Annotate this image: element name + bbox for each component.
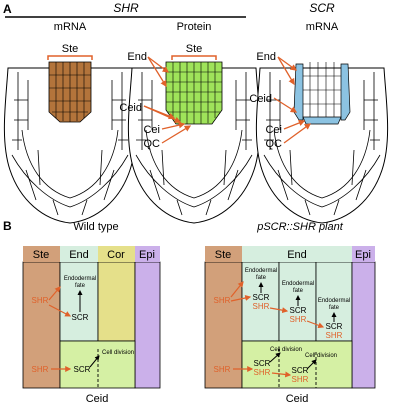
pscr-ceid-shr-1: SHR [254,368,271,377]
wt-scr-ceid: SCR [74,365,91,374]
wt-title: Wild type [73,221,118,233]
root3-qc-row [302,116,342,125]
pscr-arrow-c2-to-c3 [306,320,325,329]
pscr-arrow-shr-up [230,281,244,298]
root2-ste-bracket [171,55,217,60]
pscr-c1-scr: SCR [253,293,270,302]
wt-header-epi-box [135,246,160,262]
root3-label-qc: QC [266,138,283,150]
pscr-header-ste-box [205,246,242,262]
pscr-ceid-label: Ceid [286,393,309,405]
pscr-cell-division-1: Cell division [270,347,302,353]
pscr-arrow-c1-to-c2 [269,307,289,314]
root-scr-mrna: mRNA End Ceid Cei QC [249,21,389,224]
wt-header-cor: Cor [107,249,125,261]
pscr-epi-column [351,261,376,389]
root3-right-endodermis [340,63,351,121]
wt-epi-column [134,261,161,389]
pscr-shr-diagram: pSCR::SHR plant Ste End Epi Endodermal f… [204,221,376,405]
wt-fate-line1: Endodermal [64,276,96,282]
pscr-header-end-box [242,246,352,262]
wt-header-ste: Ste [33,249,50,261]
pscr-c1-fate-line2: fate [256,275,267,281]
wt-arrow-shr-to-scr [48,304,72,317]
panel-a-label: A [3,2,12,16]
pscr-arrow-division-2 [306,359,317,370]
root3-label-end: End [256,51,276,63]
root2-header: Protein [177,21,212,33]
pscr-header-epi-box [352,246,375,262]
wt-header-epi: Epi [139,249,155,261]
panel-b-label: B [3,219,12,233]
pscr-ceid-scr-2: SCR [292,366,309,375]
pscr-ste-column [204,261,243,389]
wt-shr-ceid: SHR [32,365,49,374]
root2-label-end: End [127,51,147,63]
pscr-header-end: End [287,249,307,261]
wt-arrow-shr-up [48,286,61,301]
pscr-arrow-shr-to-c1 [230,295,252,302]
root2-ste-label: Ste [186,43,203,55]
pscr-c2-scr: SCR [290,306,307,315]
pscr-cell-division-2: Cell division [305,353,337,359]
root2-label-qc: QC [144,138,161,150]
pscr-c3-scr: SCR [326,322,343,331]
root1-ste-label: Ste [62,43,79,55]
pscr-c1-shr: SHR [253,302,270,311]
wt-ste-column [22,261,61,389]
root-shr-mrna: mRNA Ste [3,21,137,224]
shr-gene-title: SHR [113,1,139,15]
pscr-ceid-shr-2: SHR [292,375,309,384]
pscr-arrow-ceid-1-to-2 [271,371,292,378]
wt-header-ste-box [23,246,60,262]
root3-pointer-arrows [273,56,312,144]
pscr-header-epi: Epi [355,249,371,261]
pscr-c3-shr: SHR [326,331,343,340]
wt-header-end-box [60,246,98,262]
pscr-arrow-division-1 [269,352,281,363]
pscr-ceid-scr-1: SCR [254,359,271,368]
wt-shr-stele: SHR [32,296,49,305]
root1-ste-bracket [47,55,93,60]
wt-fate-line2: fate [75,283,86,289]
scr-gene-title: SCR [309,1,335,15]
wt-ceid-label: Ceid [86,393,109,405]
root1-header: mRNA [54,21,87,33]
pscr-shr-ceid-stele: SHR [214,365,231,374]
wt-arrow-division [89,355,100,368]
root2-label-cei: Cei [143,124,160,136]
root2-pointer-arrows [143,56,192,144]
wt-cor-column [97,261,136,342]
pscr-c3-fate-line1: Endodermal [318,298,350,304]
wt-cell-division: Cell division [102,350,134,356]
pscr-shr-stele: SHR [214,296,231,305]
root3-label-cei: Cei [265,124,282,136]
wild-type-diagram: Wild type Ste End Cor Epi Endodermal fat… [22,221,161,405]
pscr-title: pSCR::SHR plant [256,221,344,233]
pscr-c2-fate-line2: fate [293,288,304,294]
pscr-ceid-cell [241,340,353,389]
root3-header: mRNA [306,21,339,33]
wt-header-cor-box [98,246,135,262]
pscr-c3-fate-line2: fate [329,305,340,311]
wt-scr-end: SCR [72,313,89,322]
pscr-c2-shr: SHR [290,315,307,324]
pscr-c1-fate-line1: Endodermal [245,268,277,274]
root3-label-ceid: Ceid [249,93,272,105]
root2-label-ceid: Ceid [119,102,142,114]
wt-header-end: End [69,249,89,261]
wt-ceid-cell [59,340,136,389]
wt-end-column [59,261,99,342]
pscr-header-ste: Ste [215,249,232,261]
pscr-c2-fate-line1: Endodermal [282,281,314,287]
root-shr-protein: Protein Ste End Ceid Cei QC [119,21,261,224]
